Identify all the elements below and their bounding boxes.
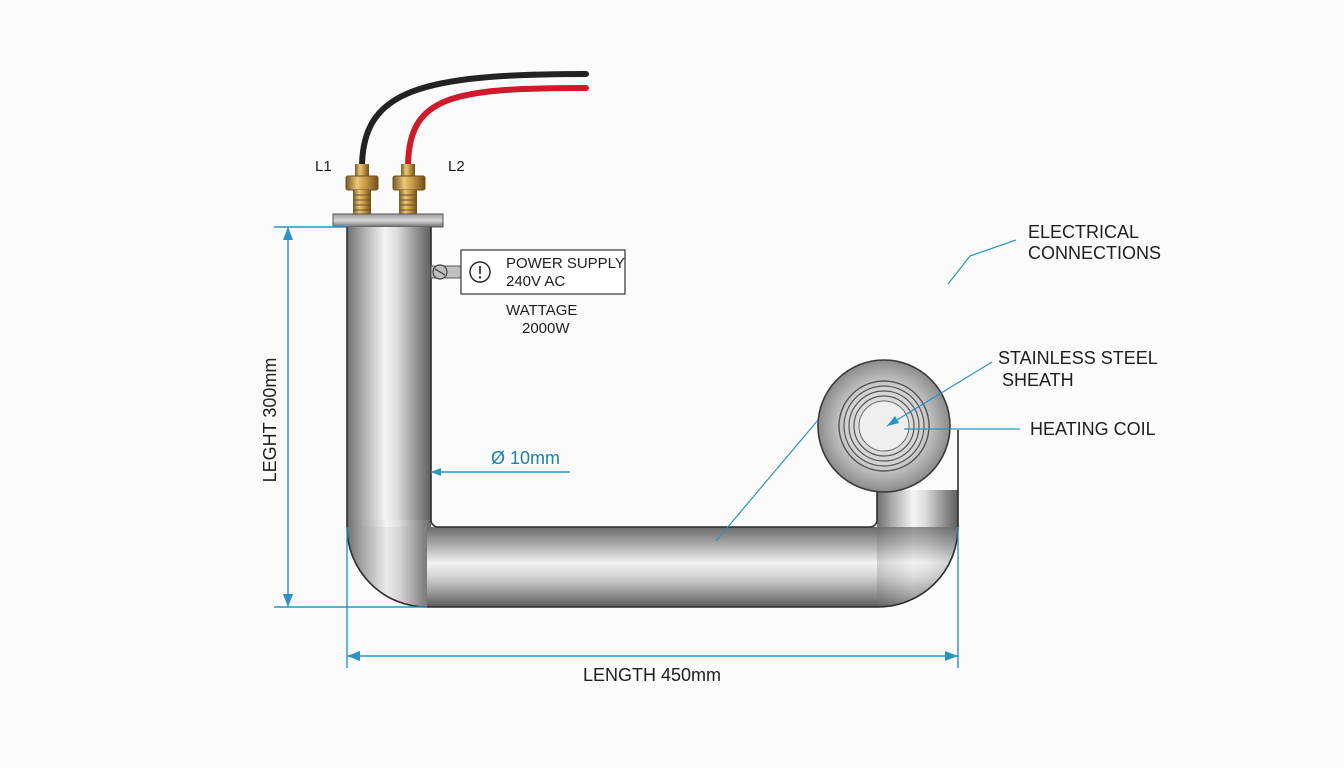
terminal-l2: [392, 164, 426, 214]
terminal-l2-label: L2: [448, 158, 465, 175]
terminal-l1: [345, 164, 379, 214]
pipe-bend-left-shade: [347, 520, 435, 607]
electrical-label-line1: ELECTRICAL: [1028, 222, 1139, 242]
sheath-leader: [886, 361, 993, 427]
electrical-leader: [947, 239, 1017, 285]
terminal-l1-label: L1: [315, 158, 332, 175]
length-label: LENGTH 450mm: [583, 665, 721, 685]
electrical-label-line2: CONNECTIONS: [1028, 243, 1161, 263]
power-supply-voltage: 240V AC: [506, 273, 565, 290]
wattage-value: 2000W: [522, 320, 570, 337]
power-supply-label: POWER SUPPLY: [506, 255, 625, 272]
mounting-flange: [332, 213, 444, 228]
power-supply-connector: [430, 264, 462, 280]
sheath-label-line1: STAINLESS STEEL: [998, 348, 1158, 368]
height-label: LEGHT 300mm: [260, 358, 280, 483]
pipe-leader: [715, 419, 819, 542]
pipe-outline: [346, 227, 959, 608]
pipe-horizontal: [427, 527, 877, 607]
black-wire: [359, 71, 589, 171]
info-circle-icon: [469, 261, 491, 283]
power-supply-box: [460, 249, 626, 295]
sheath-label-line2: SHEATH: [1002, 370, 1074, 390]
heating-coil-end: [817, 359, 951, 493]
wattage-label: WATTAGE: [506, 302, 577, 319]
heating-coil-label: HEATING COIL: [1030, 419, 1156, 439]
diameter-label: Ø 10mm: [491, 448, 560, 468]
red-wire: [405, 85, 589, 171]
pipe-vertical: [347, 227, 431, 527]
